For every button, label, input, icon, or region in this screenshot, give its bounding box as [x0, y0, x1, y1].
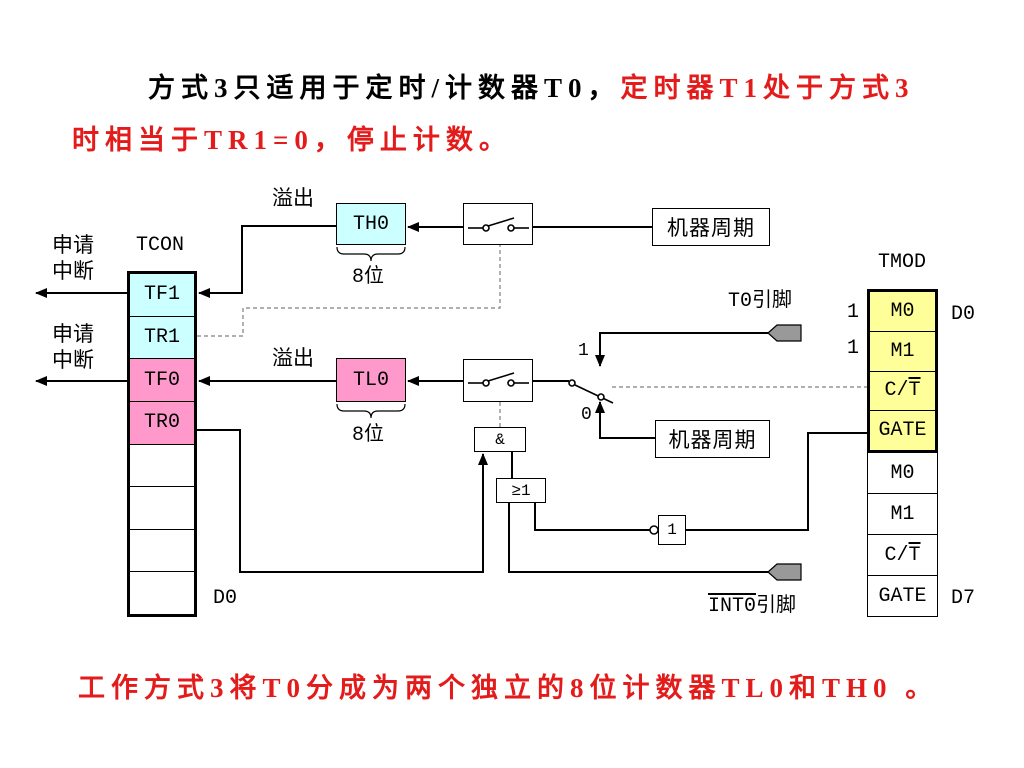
- tmod-bit-overline-text: T: [908, 543, 921, 567]
- tmod-bit-gate-t0: GATE: [870, 411, 935, 450]
- tmod-bit-m1-t0: M1: [870, 332, 935, 372]
- tmod-bit-gate-t1: GATE: [868, 576, 937, 616]
- tcon-bit-tf0: TF0: [130, 359, 194, 402]
- m0-value-label: 1: [847, 301, 860, 324]
- tmod-bit-text: GATE: [878, 584, 927, 608]
- interrupt-request-tf1-label-line2: 中断: [52, 259, 94, 283]
- tcon-d0-label: D0: [213, 587, 238, 610]
- tmod-bit-ct-t1: C/T: [868, 535, 937, 576]
- machine-cycle-th0-box: 机器周期: [652, 208, 770, 246]
- tmod-d0-label: D0: [951, 303, 976, 326]
- th0-control-switch-box: [463, 203, 533, 245]
- tl0-width-brace: [336, 403, 406, 419]
- title-line-1-red-text: 定时器T1处于方式3: [620, 73, 915, 103]
- tmod-bit-text: M0: [890, 299, 915, 323]
- interrupt-request-tf0-label-line2: 中断: [52, 348, 94, 372]
- title-line-2-red-text: 时相当于TR1=0，停止计数。: [72, 125, 512, 155]
- tmod-bit-text: C/: [884, 543, 909, 567]
- tmod-bit-text: M0: [890, 461, 915, 485]
- slide-title-line-1: 方式3只适用于定时/计数器T0，定时器T1处于方式3: [148, 71, 915, 105]
- tmod-bit-text: M1: [890, 502, 915, 526]
- or-gate: ≥1: [496, 478, 546, 503]
- tmod-bit-m0-t1: M0: [868, 453, 937, 494]
- and-gate: &: [474, 427, 526, 452]
- tmod-bit-text: GATE: [878, 419, 927, 443]
- tmod-bit-text: M1: [890, 339, 915, 363]
- th0-overflow-to-tf1-wire: [198, 225, 336, 298]
- tmod-label: TMOD: [878, 251, 927, 274]
- footer-red-text: 工作方式3将T0分成为两个独立的8位计数器TL0和TH0 。: [78, 673, 939, 703]
- source-select-lower-label: 0: [581, 405, 592, 425]
- tmod-bit-overline-text: T: [908, 379, 921, 403]
- tmod-t0-control-block: M0 M1 C/T GATE: [867, 289, 938, 453]
- slide-footer: 工作方式3将T0分成为两个独立的8位计数器TL0和TH0 。: [78, 671, 938, 705]
- tcon-bit-tf1: TF1: [130, 274, 194, 317]
- tcon-label: TCON: [136, 234, 185, 257]
- not-gate: 1: [658, 515, 686, 545]
- tcon-bit-empty: [130, 445, 194, 488]
- t0-pin-label: T0引脚: [728, 290, 793, 313]
- int0-pin-to-or-gate-wire: [508, 503, 768, 573]
- t0-pin-icon: [767, 324, 802, 342]
- tmod-d7-label: D7: [951, 587, 976, 610]
- tmod-bit-ct-t0: C/T: [870, 372, 935, 412]
- count-source-selector-switch: [568, 379, 614, 404]
- tl0-control-switch-box: [463, 359, 533, 402]
- tmod-bit-text: C/: [884, 379, 909, 403]
- tcon-bit-empty: [130, 572, 194, 614]
- m1-value-label: 1: [847, 337, 860, 360]
- machine-cycle-tl0-box: 机器周期: [655, 420, 770, 458]
- tcon-bit-tr0: TR0: [130, 401, 194, 445]
- int0-pin-label: INT0引脚: [708, 596, 796, 618]
- machine-cycle-to-selector-wire: [595, 401, 655, 439]
- tmod-t1-control-block: M0 M1 C/T GATE: [867, 452, 938, 617]
- tcon-bit-tr1: TR1: [130, 316, 194, 360]
- int0-pin-icon: [767, 563, 802, 581]
- th0-width-label: 8位: [352, 266, 385, 289]
- tl0-overflow-label: 溢出: [272, 346, 314, 370]
- tr1-control-dashed-line: [197, 245, 501, 337]
- not-gate-bubble: [649, 525, 659, 535]
- tmod-bit-m0-t0: M0: [870, 292, 935, 332]
- tmod-bit-m1-t1: M1: [868, 494, 937, 535]
- not-gate-to-or-gate-wire: [534, 503, 650, 531]
- interrupt-request-tf1-label-line1: 申请: [52, 233, 94, 257]
- tcon-bit-empty: [130, 530, 194, 573]
- interrupt-request-tf0-label-line1: 申请: [52, 322, 94, 346]
- th0-width-brace: [336, 246, 406, 262]
- int0-pin-name: INT0: [708, 595, 757, 618]
- tcon-register: TF1 TR1 TF0 TR0: [127, 271, 197, 617]
- th0-counter-box: TH0: [336, 203, 406, 245]
- title-line-1-black-text: 方式3只适用于定时/计数器T0，: [148, 73, 621, 103]
- tl0-width-label: 8位: [352, 424, 385, 447]
- t0-pin-to-selector-wire: [595, 332, 768, 367]
- tcon-bit-empty: [130, 487, 194, 530]
- slide-title-line-2: 时相当于TR1=0，停止计数。: [72, 123, 512, 157]
- source-select-upper-label: 1: [578, 341, 589, 361]
- tl0-counter-box: TL0: [336, 358, 406, 402]
- tr0-to-and-gate-wire: [197, 429, 488, 573]
- th0-overflow-label: 溢出: [272, 186, 314, 210]
- int0-pin-suffix: 引脚: [756, 595, 797, 618]
